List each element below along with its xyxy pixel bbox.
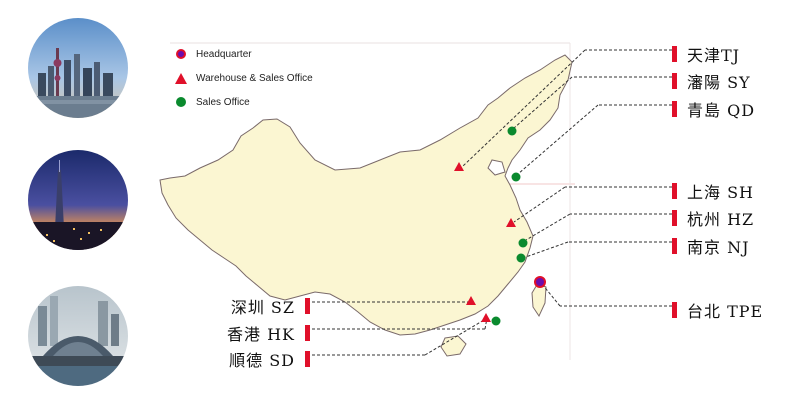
taipei-101-night-photo bbox=[28, 150, 128, 250]
city-name: 瀋陽 SY bbox=[687, 73, 751, 92]
city-name: 天津TJ bbox=[687, 46, 741, 65]
headquarter-marker-tpe bbox=[534, 276, 546, 288]
headquarter-icon bbox=[176, 49, 186, 59]
sales-office-marker-nj bbox=[516, 253, 526, 263]
city-name: 順德 SD bbox=[229, 351, 295, 370]
bohai-bay-shape bbox=[487, 159, 506, 176]
red-bar-marker bbox=[672, 46, 677, 62]
red-bar-marker bbox=[672, 73, 677, 89]
city-label-qingdao: 青島 QD bbox=[672, 97, 755, 121]
china-mainland-shape bbox=[159, 54, 573, 336]
red-bar-marker bbox=[305, 351, 310, 367]
warehouse-marker-hk bbox=[481, 313, 491, 322]
hainan-island-shape bbox=[440, 335, 467, 357]
leader-line-qd-diag bbox=[517, 104, 599, 175]
warehouse-marker-sz bbox=[466, 296, 476, 305]
warehouse-triangle-icon bbox=[175, 72, 187, 84]
leader-line-nj-diag bbox=[522, 241, 569, 259]
leader-lines bbox=[307, 49, 672, 356]
leader-line-hk-diag bbox=[484, 317, 488, 330]
red-bar-marker bbox=[672, 183, 677, 199]
legend-label-sales-office: Sales Office bbox=[196, 96, 250, 108]
leader-line-hz-diag bbox=[525, 213, 571, 241]
legend-row-sales-office: Sales Office bbox=[170, 90, 313, 114]
legend-label-warehouse: Warehouse & Sales Office bbox=[196, 72, 313, 84]
hong-kong-convention-centre-photo bbox=[28, 286, 128, 386]
city-name: 青島 QD bbox=[687, 101, 756, 120]
leader-line-sh-diag bbox=[513, 186, 566, 223]
sales-office-marker-hz bbox=[518, 238, 528, 248]
warehouse-marker-sh bbox=[506, 218, 516, 227]
sales-office-dot-icon bbox=[176, 97, 186, 107]
leader-line-sy-diag bbox=[513, 76, 573, 129]
red-bar-marker bbox=[672, 302, 677, 318]
warehouse-marker-tj bbox=[454, 162, 464, 171]
city-label-shanghai: 上海 SH bbox=[672, 179, 754, 203]
city-label-shunde: 順德 SD bbox=[229, 347, 310, 371]
city-name: 上海 SH bbox=[687, 183, 755, 202]
sales-office-marker-sy bbox=[507, 126, 517, 136]
city-label-hangzhou: 杭州 HZ bbox=[672, 206, 754, 230]
red-bar-marker bbox=[305, 298, 310, 314]
city-name: 台北 TPE bbox=[687, 302, 764, 321]
legend-row-headquarter: Headquarter bbox=[170, 42, 313, 66]
red-bar-marker bbox=[672, 101, 677, 117]
city-label-taipei: 台北 TPE bbox=[672, 298, 763, 322]
city-label-shenzhen: 深圳 SZ bbox=[231, 294, 310, 318]
city-name: 深圳 SZ bbox=[230, 298, 295, 317]
map-legend: Headquarter Warehouse & Sales Office Sal… bbox=[170, 42, 313, 114]
city-label-tianjin: 天津TJ bbox=[672, 42, 740, 66]
red-bar-marker bbox=[672, 210, 677, 226]
red-bar-marker bbox=[305, 325, 310, 341]
leader-line-tj-diag bbox=[462, 49, 586, 167]
city-label-nanjing: 南京 NJ bbox=[672, 234, 750, 258]
sales-office-marker-qd bbox=[511, 172, 521, 182]
leader-line-sd-diag bbox=[424, 319, 485, 356]
red-bar-marker bbox=[672, 238, 677, 254]
city-name: 香港 HK bbox=[227, 325, 295, 344]
legend-label-headquarter: Headquarter bbox=[196, 48, 252, 60]
legend-row-warehouse: Warehouse & Sales Office bbox=[170, 66, 313, 90]
city-name: 杭州 HZ bbox=[687, 210, 755, 229]
taiwan-island-shape bbox=[531, 282, 547, 318]
city-label-hongkong: 香港 HK bbox=[227, 321, 310, 345]
city-label-shenyang: 瀋陽 SY bbox=[672, 69, 751, 93]
city-name: 南京 NJ bbox=[687, 238, 750, 257]
sales-office-marker-sd bbox=[491, 316, 501, 326]
